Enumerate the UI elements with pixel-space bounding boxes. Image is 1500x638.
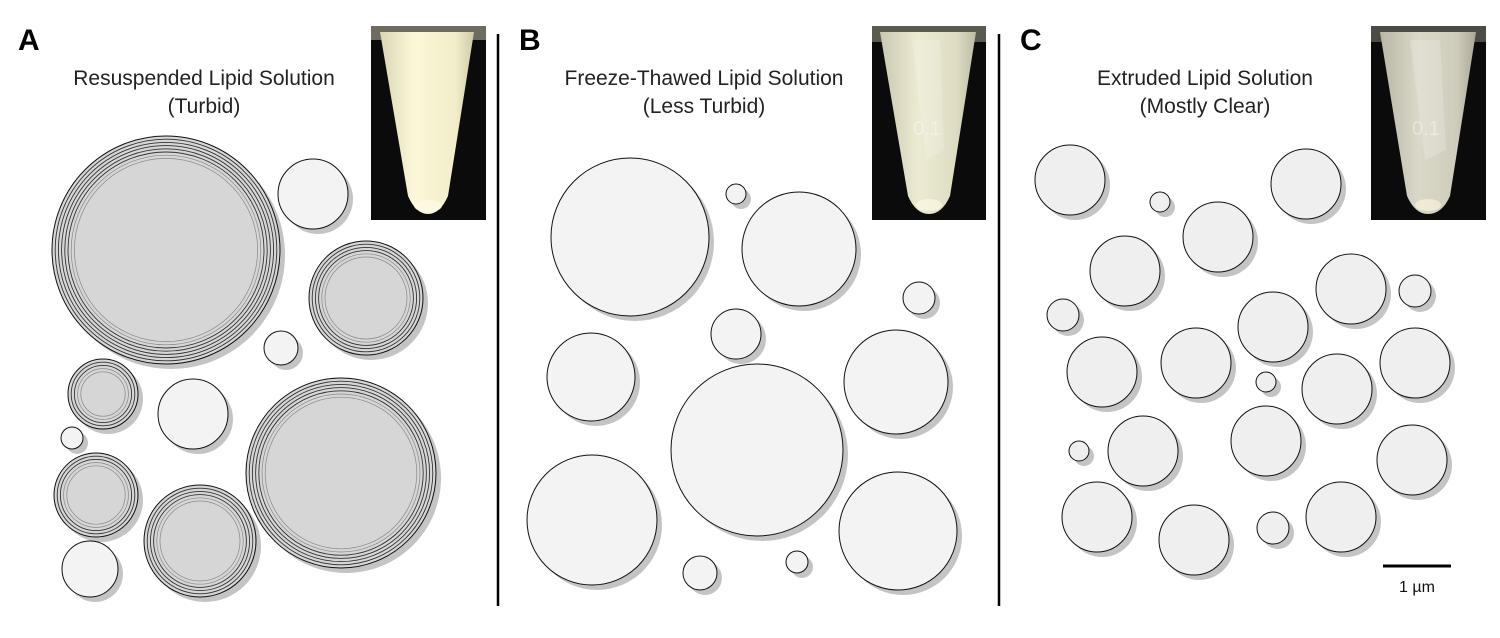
panel-title-c-line1: Extruded Lipid Solution bbox=[1097, 67, 1313, 90]
vesicle-b-0 bbox=[550, 157, 714, 321]
vesicle-c-2 bbox=[1270, 148, 1346, 224]
vesicle-a-10 bbox=[61, 540, 123, 602]
panel-title-a-line1: Resuspended Lipid Solution bbox=[73, 67, 335, 90]
vesicle-c-17 bbox=[1376, 424, 1452, 500]
vesicle-c-11 bbox=[1379, 327, 1455, 403]
vesicle-a-1 bbox=[277, 158, 353, 234]
vesicle-c-13 bbox=[1255, 371, 1281, 397]
vesicle-c-6 bbox=[1398, 274, 1436, 312]
vesicle-b-9 bbox=[838, 471, 962, 595]
vesicle-b-3 bbox=[902, 281, 940, 319]
vesicle-b-2 bbox=[741, 191, 861, 311]
svg-text:0.1: 0.1 bbox=[913, 118, 941, 140]
vesicle-c-5 bbox=[1315, 253, 1391, 329]
vesicle-b-8 bbox=[526, 454, 662, 590]
panel-title-a-line2: (Turbid) bbox=[168, 95, 241, 118]
vesicle-c-1 bbox=[1149, 191, 1175, 217]
vesicle-a-7 bbox=[245, 377, 441, 573]
vesicle-a-2 bbox=[308, 240, 428, 360]
vesicle-c-10 bbox=[1160, 327, 1236, 403]
vesicle-b-11 bbox=[785, 550, 813, 578]
vesicle-b-5 bbox=[546, 332, 640, 426]
vesicle-a-6 bbox=[157, 378, 233, 454]
panel-title-b-line2: (Less Turbid) bbox=[643, 95, 766, 118]
vesicle-a-4 bbox=[67, 358, 143, 434]
vesicle-a-5 bbox=[60, 426, 88, 454]
svg-text:0.1: 0.1 bbox=[1412, 118, 1440, 140]
vesicle-c-3 bbox=[1182, 201, 1258, 277]
vesicle-c-12 bbox=[1301, 353, 1377, 429]
vesicle-c-16 bbox=[1230, 405, 1306, 481]
tube-photo-a bbox=[371, 26, 486, 220]
vesicle-a-3 bbox=[263, 330, 303, 370]
scale-bar-label: 1 µm bbox=[1399, 579, 1435, 596]
vesicle-b-6 bbox=[843, 329, 953, 439]
vesicle-c-19 bbox=[1158, 504, 1234, 580]
vesicle-b-1 bbox=[725, 183, 751, 209]
vesicle-a-0 bbox=[51, 135, 285, 369]
vesicle-b-10 bbox=[682, 555, 722, 595]
vesicle-c-21 bbox=[1305, 481, 1381, 557]
vesicle-c-9 bbox=[1066, 336, 1142, 412]
vesicle-c-4 bbox=[1089, 235, 1165, 311]
vesicle-a-8 bbox=[53, 452, 143, 542]
vesicle-c-8 bbox=[1237, 291, 1313, 367]
panel-letter-a: A bbox=[18, 24, 40, 57]
vesicle-b-4 bbox=[710, 308, 766, 364]
vesicle-layer bbox=[51, 135, 1455, 602]
vesicle-b-7 bbox=[670, 363, 848, 541]
panel-letter-c: C bbox=[1020, 24, 1042, 57]
tube-photo-b: 0.1 bbox=[872, 26, 986, 220]
panel-letter-b: B bbox=[519, 24, 541, 57]
vesicle-c-18 bbox=[1061, 481, 1137, 557]
vesicle-a-9 bbox=[143, 484, 261, 602]
vesicle-c-20 bbox=[1256, 511, 1294, 549]
vesicle-c-14 bbox=[1068, 440, 1094, 466]
vesicle-c-7 bbox=[1046, 298, 1084, 336]
panel-title-b-line1: Freeze-Thawed Lipid Solution bbox=[565, 67, 844, 90]
panel-title-c-line2: (Mostly Clear) bbox=[1140, 95, 1271, 118]
vesicle-c-0 bbox=[1034, 144, 1110, 220]
tube-photo-c: 0.1 bbox=[1371, 26, 1486, 220]
vesicle-c-15 bbox=[1107, 415, 1183, 491]
